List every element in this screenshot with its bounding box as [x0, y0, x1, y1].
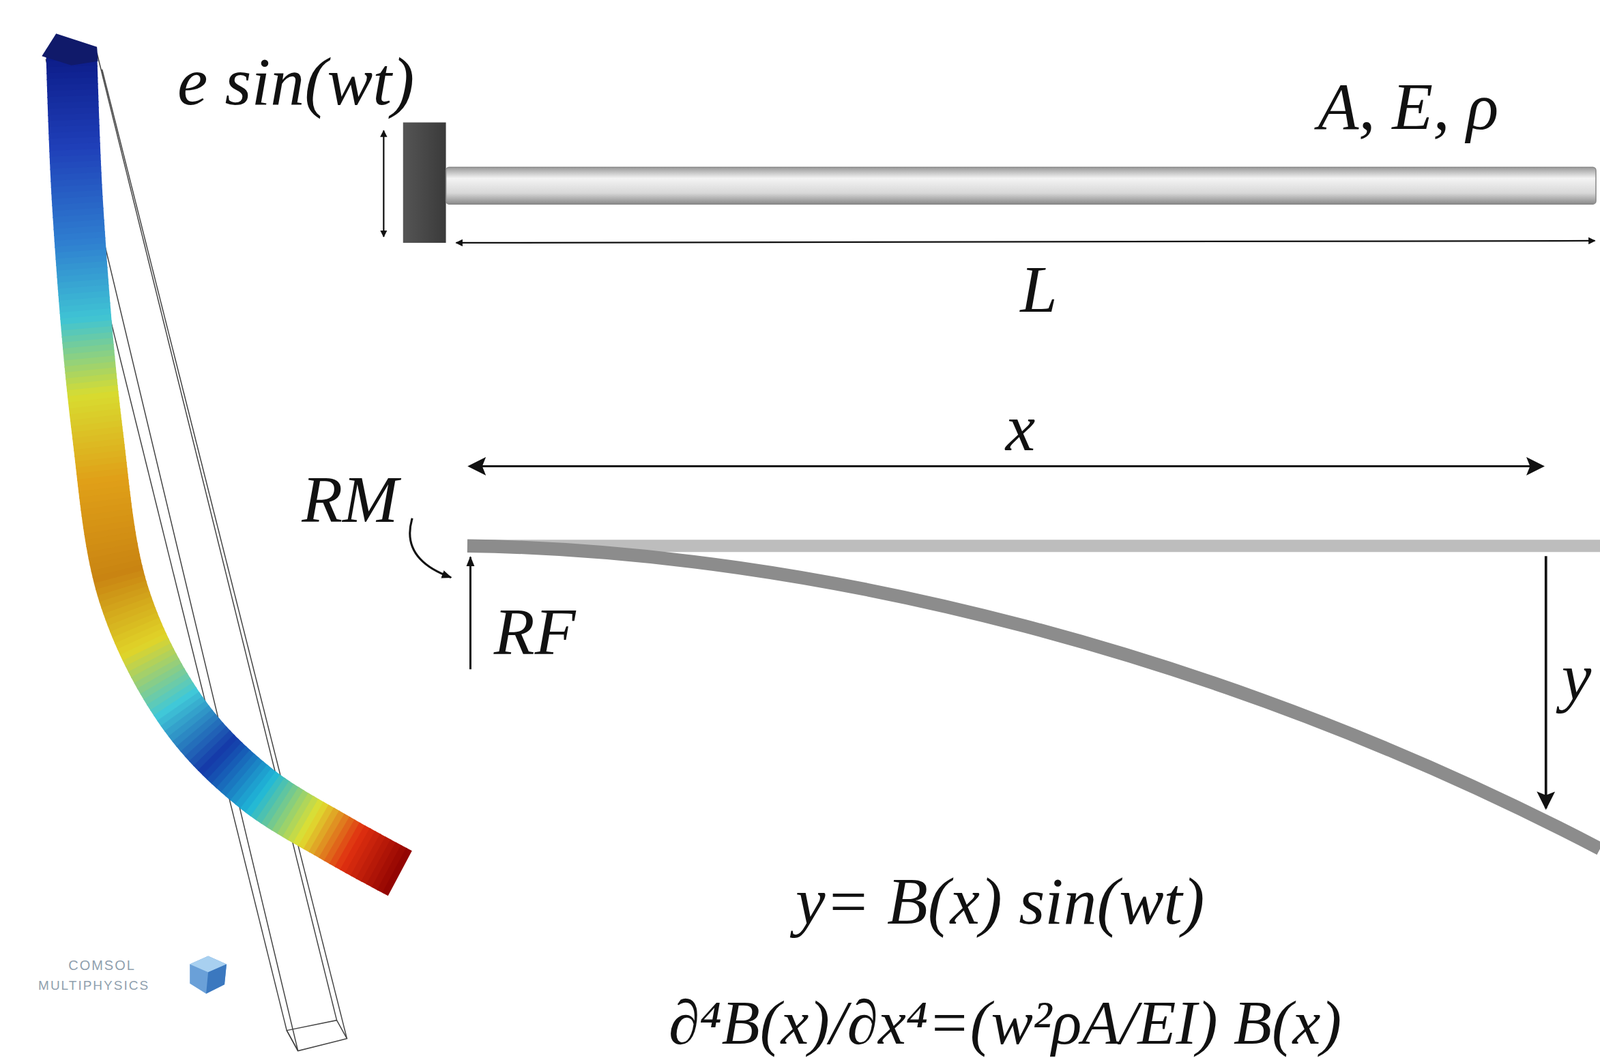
excitation-arrow — [382, 130, 385, 237]
comsol-logo-icon — [189, 955, 227, 994]
beam-rod — [446, 167, 1596, 205]
deformed-beam — [71, 49, 401, 874]
watermark: MULTIPHYSICS — [38, 978, 150, 993]
undeformed-outline — [45, 53, 347, 1052]
moving-support — [403, 122, 447, 243]
reaction-force-arrow — [469, 557, 472, 671]
excitation-label: e sin(wt) — [177, 44, 415, 120]
displacement-equation: y= B(x) sin(wt) — [795, 865, 1205, 939]
moment-label: RM — [301, 463, 399, 537]
deflected-beam — [467, 545, 1600, 849]
beam-end-face — [41, 33, 98, 65]
reaction-moment-arrow — [410, 518, 452, 578]
material-label: A, E, ρ — [1317, 70, 1499, 144]
watermark: COMSOL — [68, 957, 136, 973]
beam-equation: ∂⁴B(x)/∂x⁴=(w²ρA/EI) B(x) — [668, 988, 1342, 1058]
force-label: RF — [493, 595, 576, 670]
x-label: x — [1005, 391, 1036, 466]
deflection-arrow — [1544, 556, 1548, 808]
length-dimension — [456, 240, 1596, 243]
x-dimension — [469, 465, 1543, 468]
deflection-label: y — [1561, 640, 1592, 715]
length-label: L — [1020, 253, 1058, 327]
